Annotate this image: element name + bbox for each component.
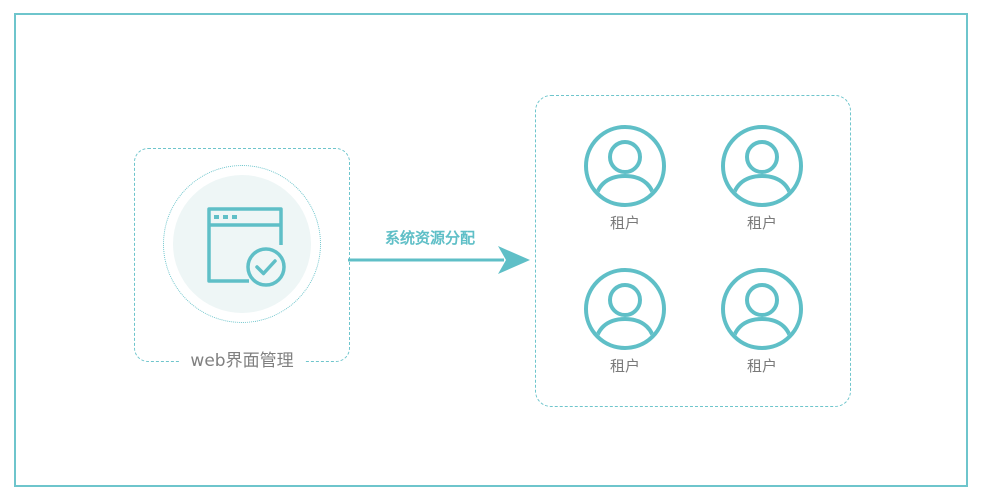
web-management-label: web界面管理 bbox=[180, 350, 304, 372]
tenant-item: 租户 bbox=[720, 267, 804, 376]
user-icon bbox=[584, 125, 666, 207]
outer-frame bbox=[14, 13, 968, 487]
web-icon-dotted-ring bbox=[163, 165, 321, 323]
user-icon bbox=[721, 268, 803, 350]
web-icon-background bbox=[173, 175, 311, 313]
arrow-right-icon bbox=[348, 246, 530, 274]
resource-allocation-label: 系统资源分配 bbox=[384, 229, 475, 247]
tenant-item: 租户 bbox=[583, 267, 667, 376]
browser-window-icon bbox=[207, 207, 283, 283]
checkmark-circle-icon bbox=[246, 247, 286, 287]
tenant-label: 租户 bbox=[746, 214, 777, 232]
tenant-label: 租户 bbox=[609, 214, 640, 232]
tenant-item: 租户 bbox=[583, 124, 667, 233]
user-icon bbox=[584, 268, 666, 350]
user-icon bbox=[721, 125, 803, 207]
tenants-panel bbox=[535, 95, 851, 407]
tenant-label: 租户 bbox=[609, 357, 640, 375]
tenant-item: 租户 bbox=[720, 124, 804, 233]
tenant-label: 租户 bbox=[746, 357, 777, 375]
